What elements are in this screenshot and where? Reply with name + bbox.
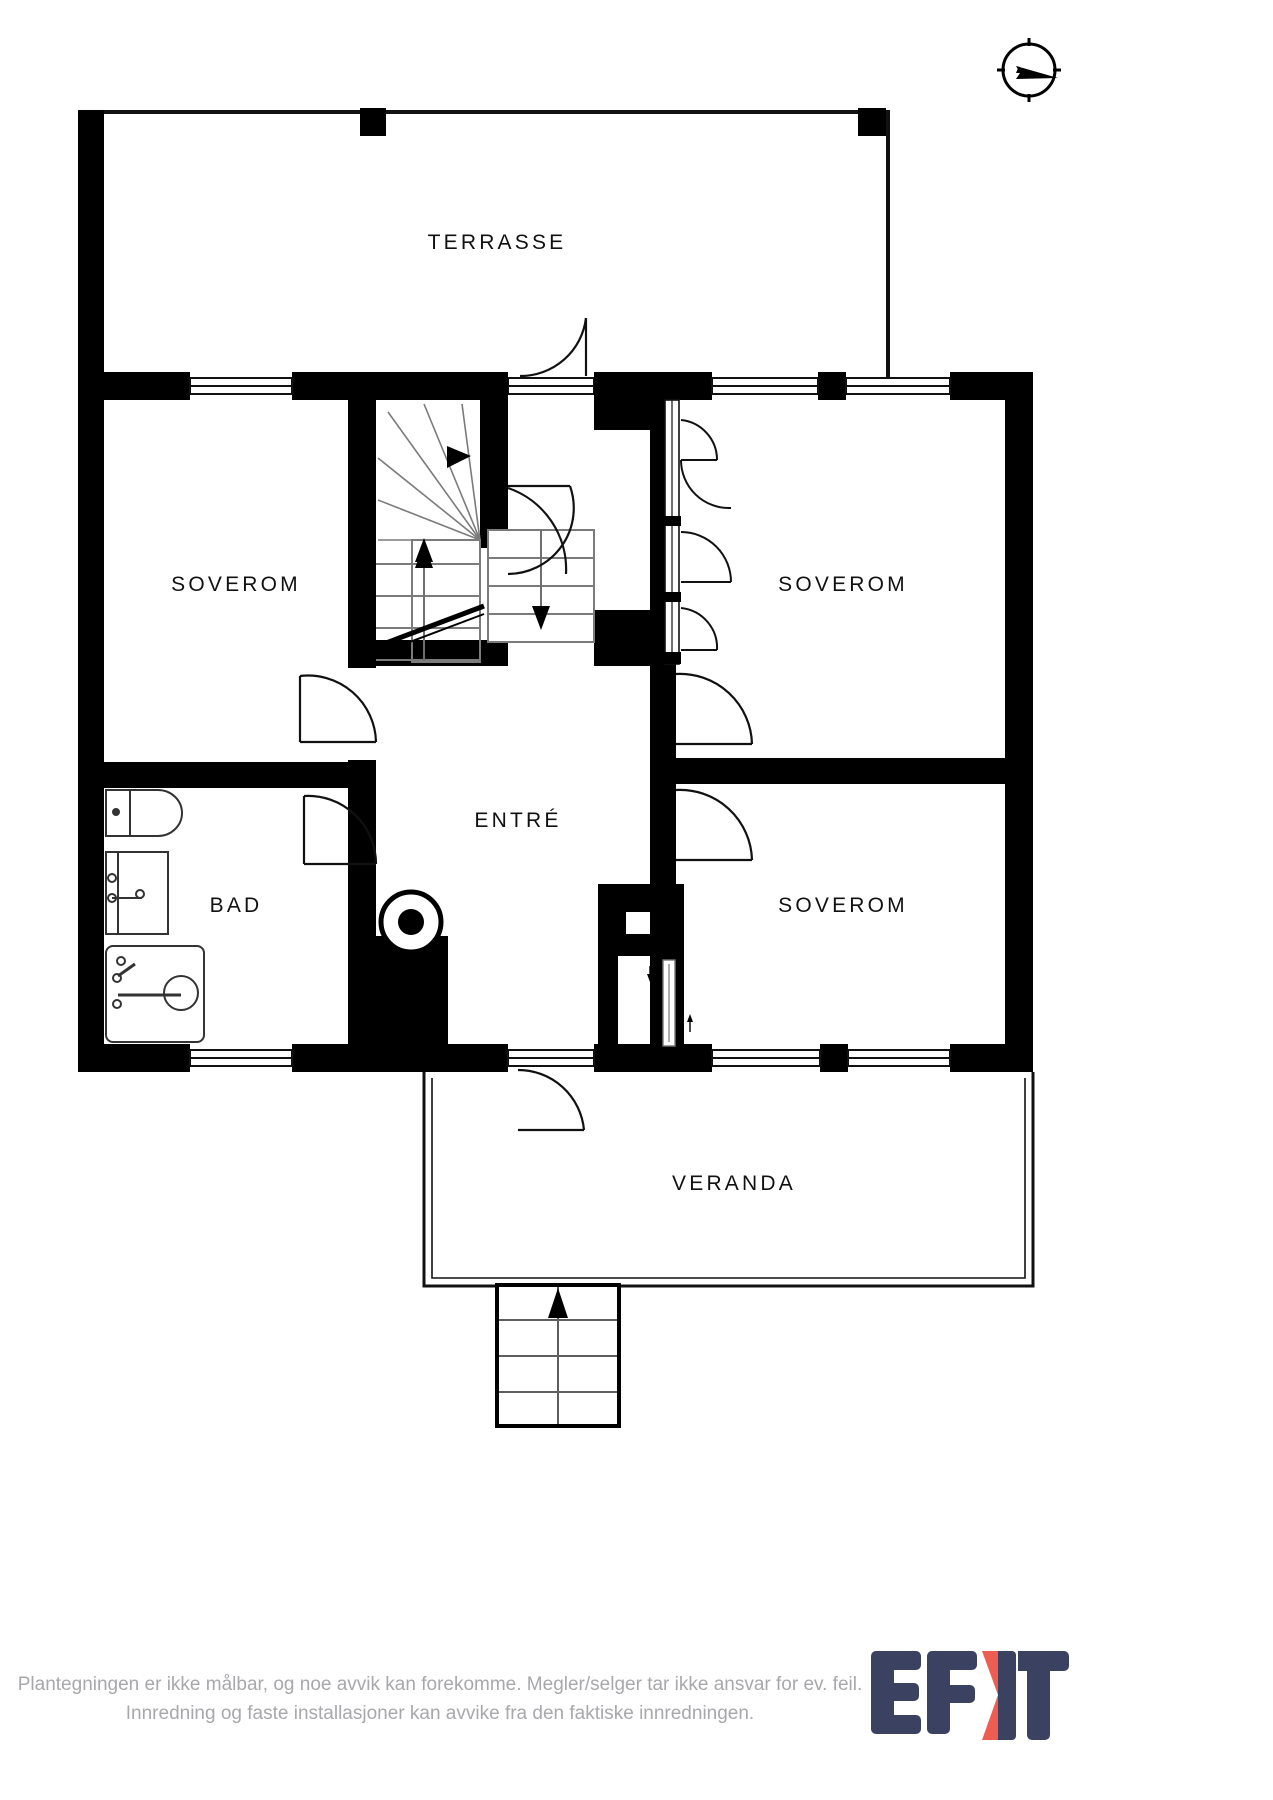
efit-letter-i xyxy=(998,1651,1016,1740)
entry-door-frame xyxy=(507,1049,595,1067)
wardrobe-doors xyxy=(663,399,732,665)
disclaimer: Plantegningen er ikke målbar, og noe avv… xyxy=(0,1670,880,1728)
door-bad xyxy=(302,794,378,866)
terrace-door-frame xyxy=(507,377,595,395)
windows xyxy=(189,377,951,1067)
north-compass-rose xyxy=(997,38,1061,102)
efit-letter-e xyxy=(871,1651,921,1734)
window-bottom-left xyxy=(189,1049,293,1067)
staircase-down xyxy=(487,529,595,643)
niche-sliding-door xyxy=(647,959,693,1047)
room-labels: TERRASSE SOVEROM SOVEROM SOVEROM ENTRÉ B… xyxy=(171,231,908,1195)
disclaimer-line-1: Plantegningen er ikke målbar, og noe avv… xyxy=(17,1674,863,1695)
sink-vanity-icon xyxy=(105,851,169,935)
toilet-icon xyxy=(105,789,183,837)
window-top-left xyxy=(189,377,293,395)
interior-walls xyxy=(104,372,1033,1072)
doors xyxy=(298,317,754,1132)
room-label-soverom-ne: SOVEROM xyxy=(778,573,908,596)
disclaimer-line-2: Innredning og faste installasjoner kan a… xyxy=(125,1703,755,1724)
room-label-soverom-nw: SOVEROM xyxy=(171,573,301,596)
door-stair-core xyxy=(507,484,575,576)
efit-letter-f xyxy=(927,1651,977,1734)
window-top-right xyxy=(845,377,951,395)
window-top-mid xyxy=(711,377,819,395)
door-entry xyxy=(517,1068,586,1132)
chimney-stove-icon xyxy=(378,889,444,955)
room-label-terrasse: TERRASSE xyxy=(428,231,567,254)
efit-logo xyxy=(870,1643,1070,1748)
room-label-bad: BAD xyxy=(210,894,263,917)
room-label-veranda: VERANDA xyxy=(672,1172,796,1195)
wardrobe-partition xyxy=(664,399,680,665)
window-bottom-right xyxy=(847,1049,951,1067)
exterior-steps xyxy=(495,1283,621,1428)
bathroom-fixtures xyxy=(105,789,205,1043)
efit-logo-mark xyxy=(871,1651,1069,1740)
room-label-soverom-se: SOVEROM xyxy=(778,894,908,917)
door-soverom-ne xyxy=(675,672,754,746)
door-soverom-se xyxy=(675,788,754,862)
efit-letter-t xyxy=(1018,1651,1069,1740)
door-soverom-nw xyxy=(298,674,378,744)
shower-tray-icon xyxy=(105,945,205,1043)
terrasse-outline xyxy=(78,108,890,378)
door-terrace xyxy=(519,317,588,378)
staircase-up xyxy=(376,403,485,663)
veranda-outline xyxy=(422,1072,1035,1288)
room-label-entre: ENTRÉ xyxy=(474,809,561,832)
window-bottom-mid xyxy=(711,1049,821,1067)
